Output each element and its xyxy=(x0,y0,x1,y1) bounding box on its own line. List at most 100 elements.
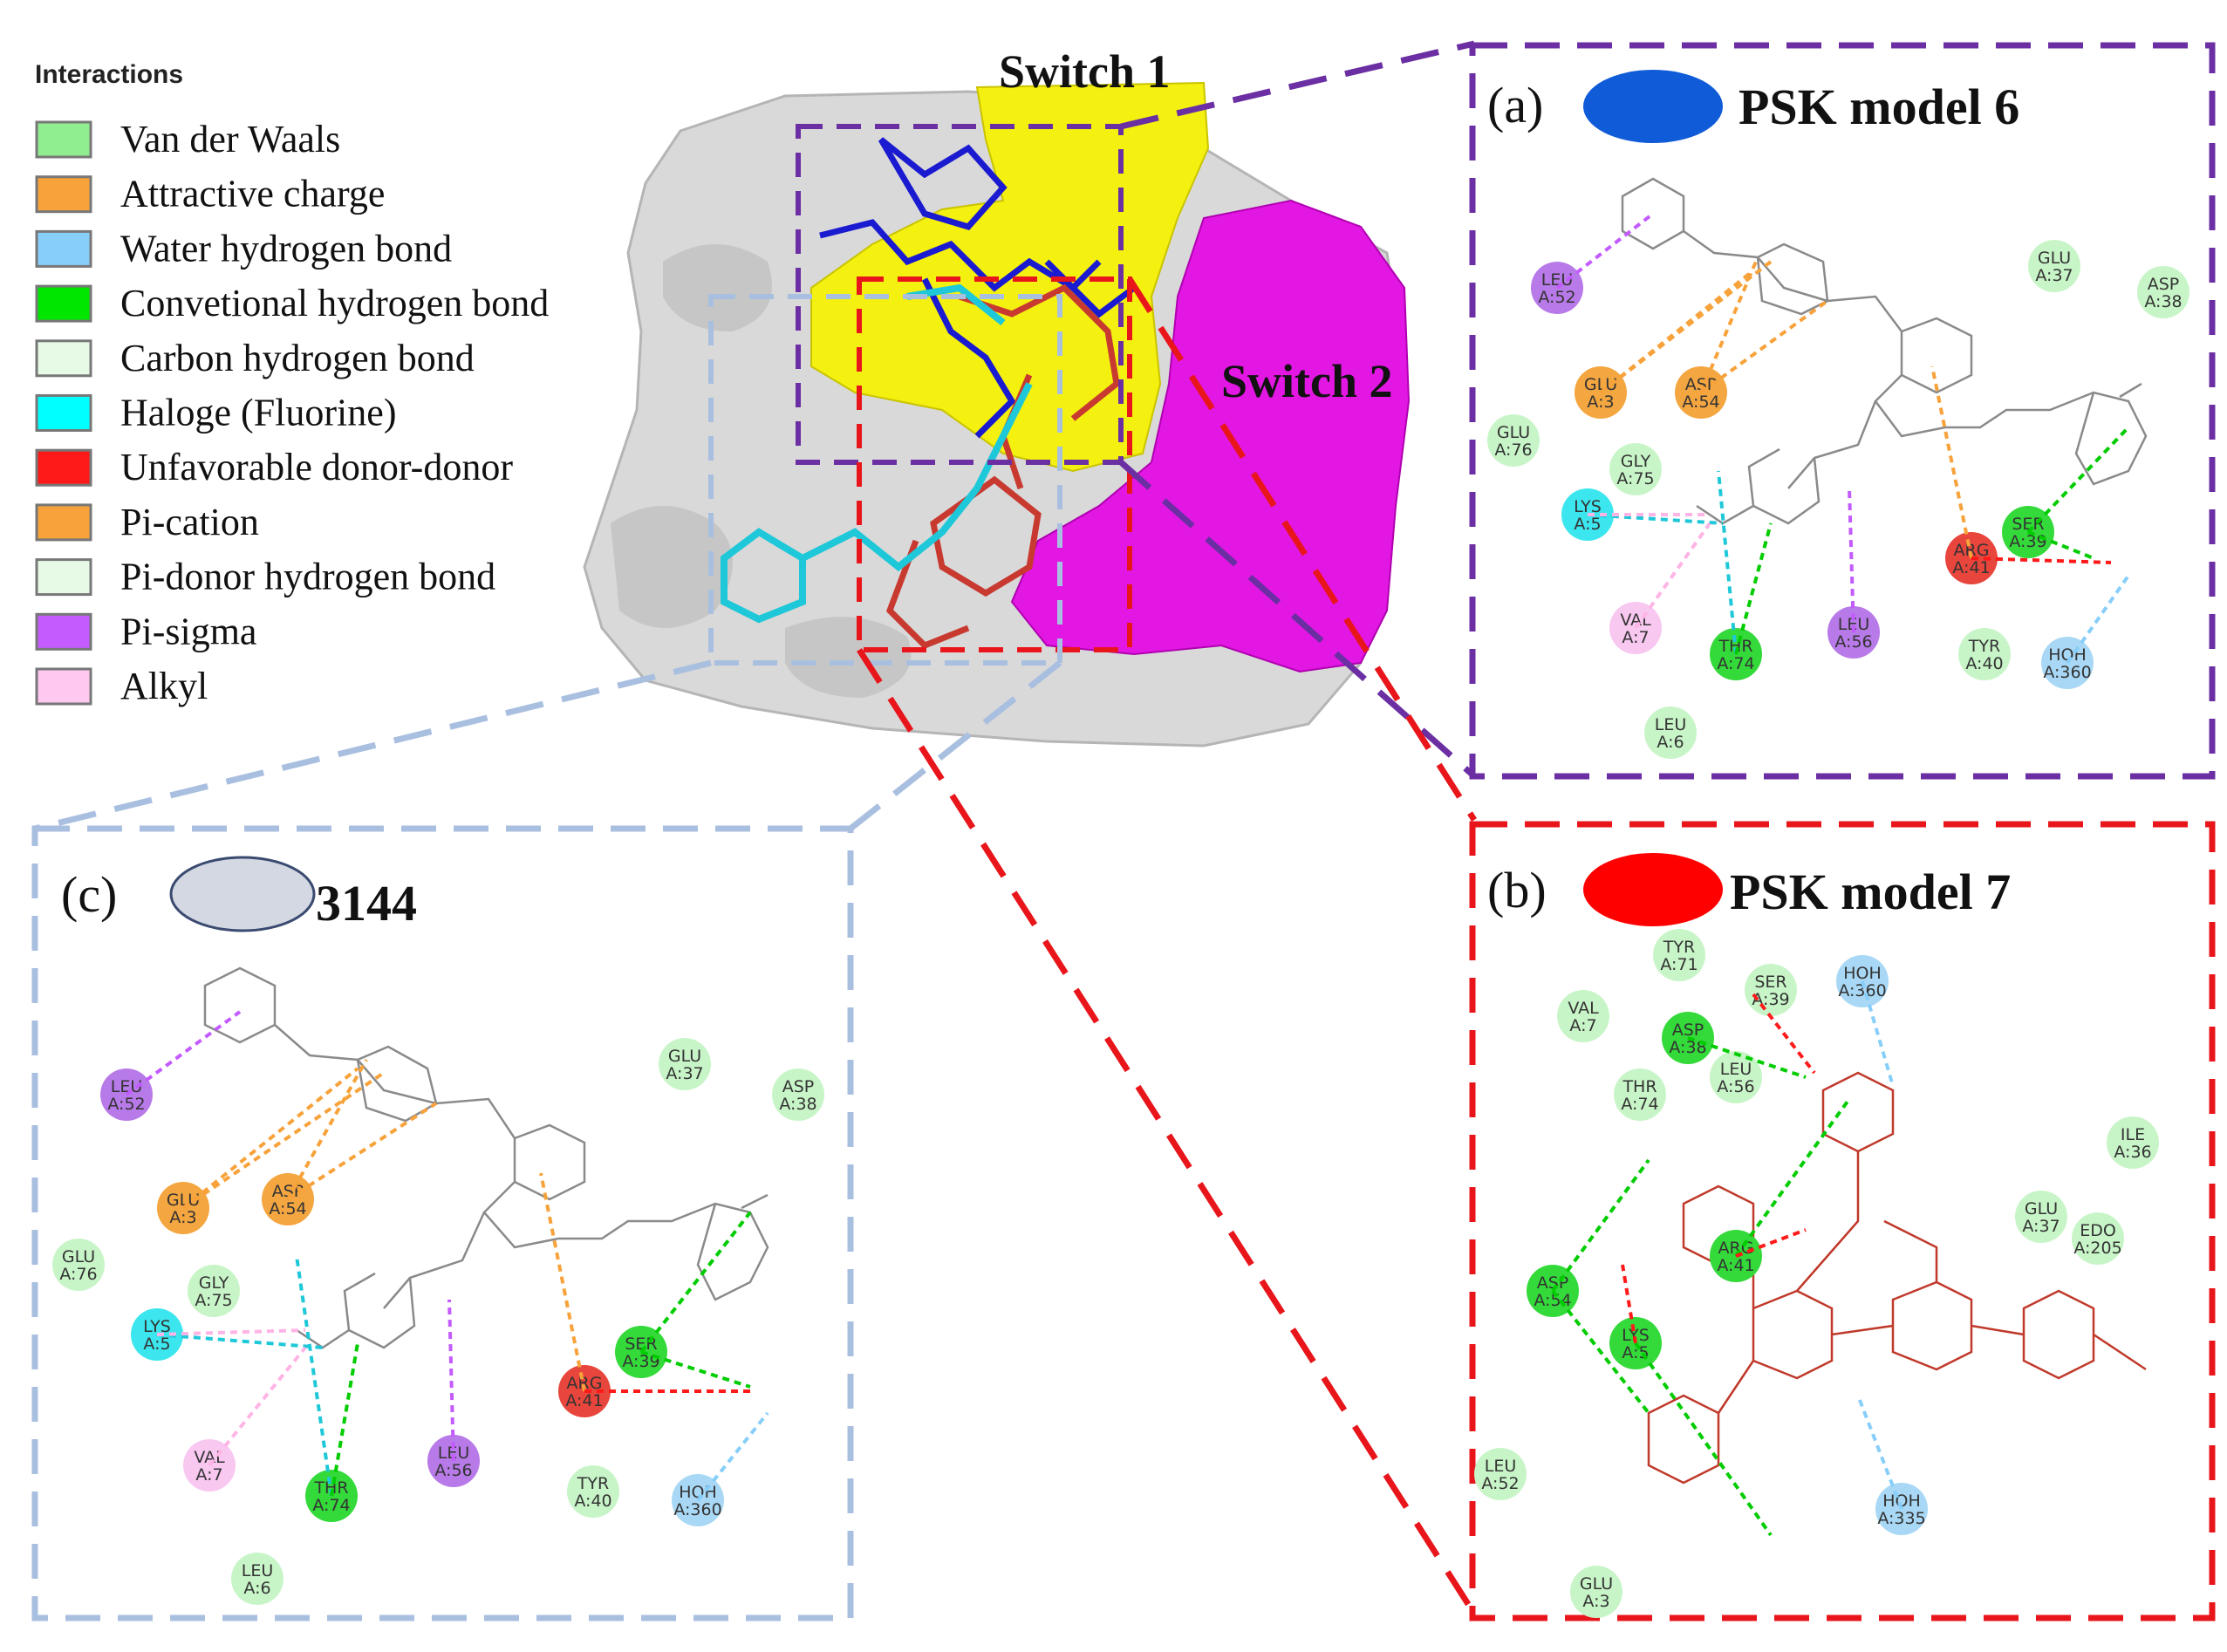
legend-item: Carbon hydrogen bond xyxy=(35,337,475,379)
residue-number: A:40 xyxy=(574,1492,611,1511)
legend-swatch xyxy=(35,284,92,323)
panel-b-ligand-swatch xyxy=(1583,853,1723,926)
legend-swatch xyxy=(35,175,92,214)
residue-number: A:38 xyxy=(779,1095,816,1114)
residue-name: TYR xyxy=(577,1474,609,1493)
legend-label: Attractive charge xyxy=(120,173,385,215)
residue-number: A:36 xyxy=(2114,1143,2151,1162)
residue-name: LYS xyxy=(1622,1326,1650,1345)
residue-number: A:56 xyxy=(1834,632,1872,652)
residue-number: A:41 xyxy=(565,1391,603,1410)
residue-number: A:37 xyxy=(666,1064,703,1083)
residue-name: ASP xyxy=(2148,275,2180,294)
residue-name: GLU xyxy=(2025,1199,2058,1219)
residue-number: A:56 xyxy=(1717,1077,1754,1096)
legend-item: Alkyl xyxy=(35,665,208,707)
residue-name: LEU xyxy=(1655,715,1687,734)
residue-number: A:40 xyxy=(1965,654,2003,673)
residue-number: A:360 xyxy=(2043,663,2091,682)
panel-a-ligand-swatch xyxy=(1583,70,1723,143)
connectors xyxy=(34,40,1477,1615)
residue-number: A:75 xyxy=(1616,469,1654,488)
residue-number: A:52 xyxy=(1538,288,1575,307)
residue-disc xyxy=(2072,1212,2124,1265)
panel-a-frame xyxy=(1469,42,2216,780)
legend-item: Water hydrogen bond xyxy=(35,227,452,270)
residue-name: LEU xyxy=(111,1077,143,1096)
residue-name: THR xyxy=(313,1478,348,1498)
residue-number: A:3 xyxy=(169,1208,196,1227)
legend-swatch xyxy=(35,558,92,597)
residue-name: EDO xyxy=(2080,1221,2116,1240)
residue-number: A:205 xyxy=(2073,1239,2121,1258)
residue-number: A:76 xyxy=(59,1265,97,1284)
legend-label: Haloge (Fluorine) xyxy=(120,392,396,434)
residue-name: LYS xyxy=(1574,497,1602,516)
residue-name: ASP xyxy=(1672,1021,1704,1040)
residue-number: A:6 xyxy=(1657,733,1684,752)
panel-c-frame xyxy=(31,825,854,1621)
legend-label: Alkyl xyxy=(120,665,208,707)
legend-swatch xyxy=(35,339,92,378)
surface-shading xyxy=(611,244,912,698)
residue-number: A:38 xyxy=(2144,292,2182,311)
residue-number: A:6 xyxy=(243,1579,270,1598)
legend-label: Carbon hydrogen bond xyxy=(120,337,475,379)
panel-a-interactions xyxy=(1555,212,2130,665)
switch2-label: Switch 2 xyxy=(1221,355,1393,407)
residue-number: A:41 xyxy=(1717,1256,1754,1275)
residue-name: LEU xyxy=(1485,1457,1517,1476)
residue-disc xyxy=(188,1265,240,1317)
residue-disc xyxy=(1557,990,1609,1042)
residue-disc xyxy=(231,1553,283,1605)
ligand-sticks-cyan xyxy=(721,283,1033,624)
legend-label: Convetional hydrogen bond xyxy=(120,282,549,324)
residue-number: A:5 xyxy=(143,1335,170,1354)
residue-number: A:54 xyxy=(1682,393,1719,412)
residue-name: GLU xyxy=(1497,423,1530,442)
residue-disc xyxy=(1487,414,1540,467)
residue-disc xyxy=(1653,929,1705,981)
residue-name: TYR xyxy=(1968,637,2000,656)
residue-number: A:52 xyxy=(107,1095,145,1114)
legend-item: Attractive charge xyxy=(35,173,385,215)
panel-c-letter: (c) xyxy=(61,866,117,923)
switch1-label: Switch 1 xyxy=(999,45,1171,98)
residue-name: VAL xyxy=(194,1448,225,1467)
connector-blue-left xyxy=(34,659,712,832)
residue-number: A:74 xyxy=(1621,1095,1658,1114)
residue-number: A:3 xyxy=(1582,1592,1609,1611)
residue-number: A:74 xyxy=(1717,654,1754,673)
residue-number: A:7 xyxy=(1569,1016,1596,1035)
panel-a-ligand xyxy=(1621,177,2148,525)
legend-swatch xyxy=(35,612,92,651)
residue-name: LYS xyxy=(143,1317,171,1336)
residue-name: LEU xyxy=(242,1561,274,1580)
residue-number: A:56 xyxy=(434,1461,472,1480)
residue-name: ARG xyxy=(1954,541,1990,560)
connector-blue-right xyxy=(848,660,1062,831)
ligand-sticks-blue xyxy=(819,137,1137,439)
connector-purple-top xyxy=(1120,40,1475,130)
residue-number: A:37 xyxy=(2022,1217,2060,1236)
box-purple-structure xyxy=(796,124,1124,465)
residue-number: A:74 xyxy=(312,1496,350,1515)
panel-b-title: PSK model 7 xyxy=(1730,864,2011,920)
residue-name: LEU xyxy=(438,1444,470,1463)
residue-number: A:52 xyxy=(1481,1474,1519,1493)
residue-name: LEU xyxy=(1541,270,1574,290)
box-blue-structure xyxy=(708,294,1062,666)
residue-name: GLU xyxy=(668,1047,701,1066)
